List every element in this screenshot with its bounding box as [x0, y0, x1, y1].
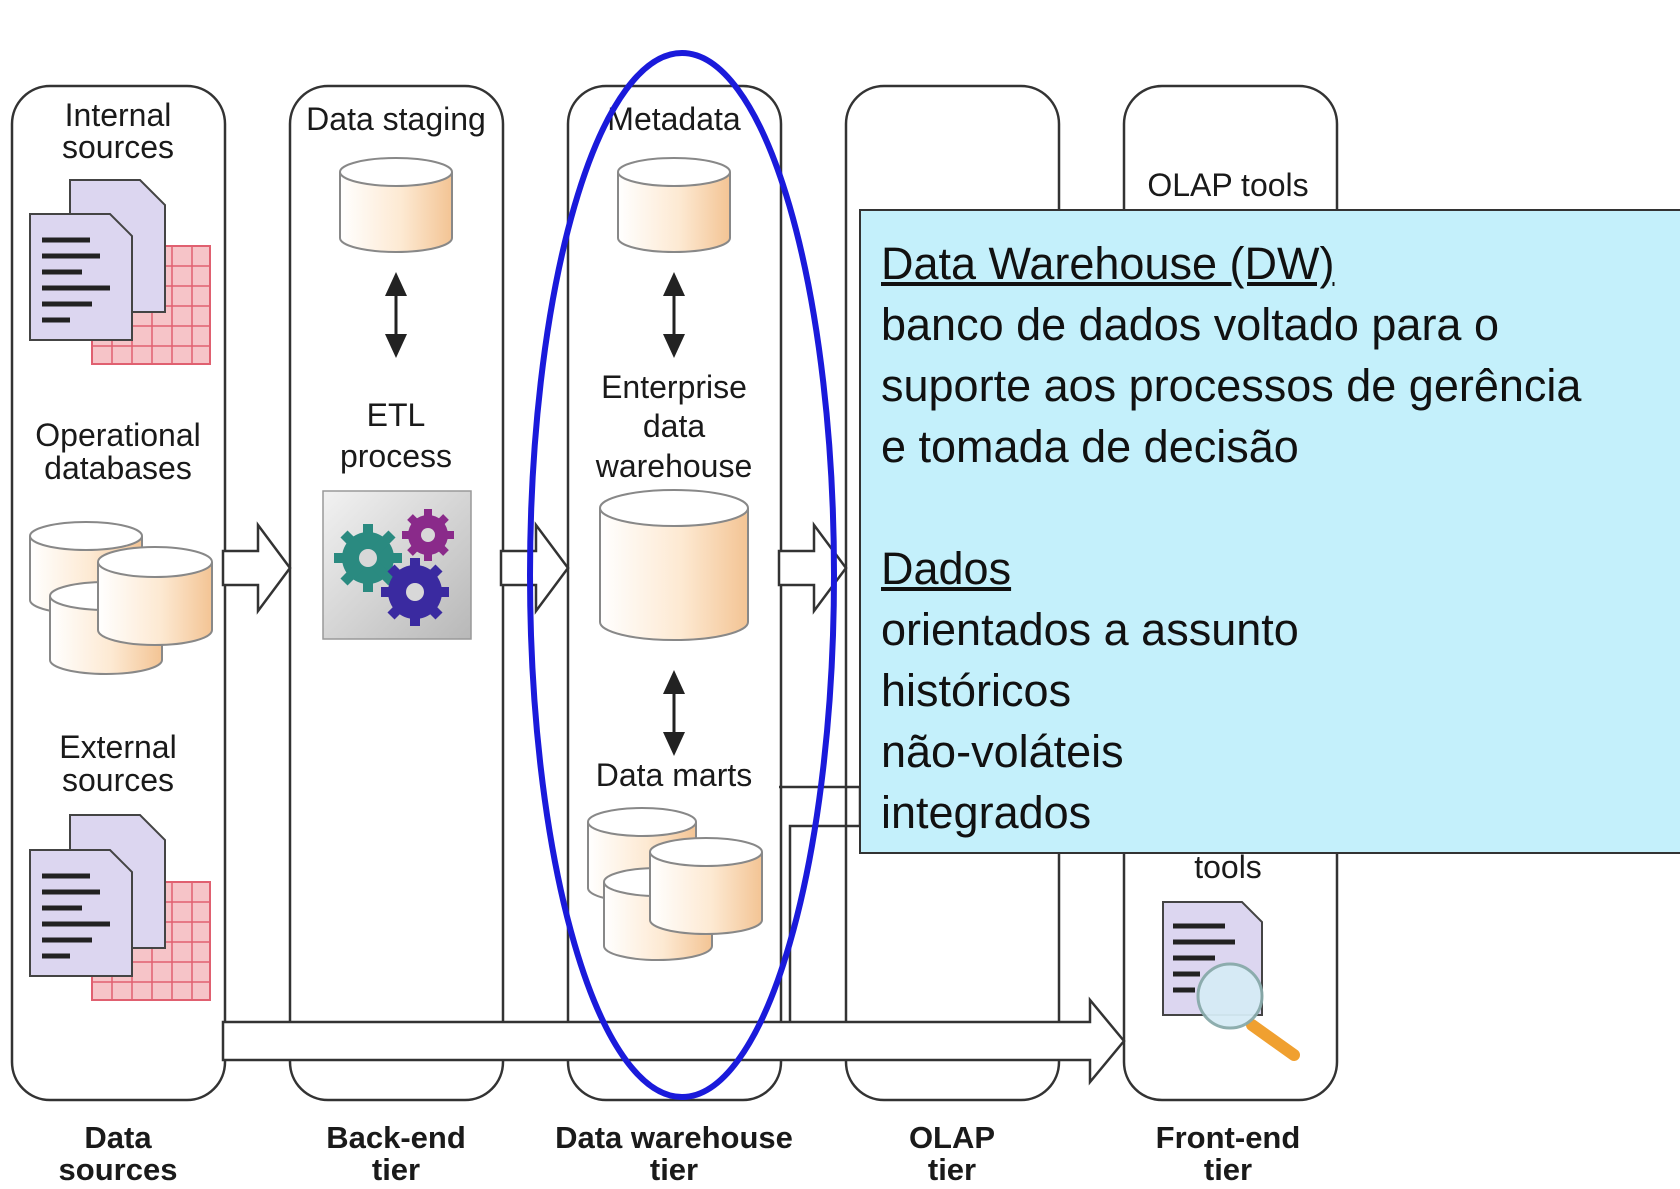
etl-label-1: ETL — [367, 397, 426, 433]
tier-caption-front-end-1: Front-end — [1156, 1120, 1301, 1155]
double-arrow-icon — [663, 272, 685, 358]
analysis-tools-icon — [1162, 901, 1300, 1061]
metadata-cylinder-icon — [617, 157, 731, 253]
tier-caption-data-warehouse-1: Data warehouse — [555, 1120, 793, 1155]
tier-caption-data-sources-2: sources — [59, 1152, 178, 1184]
external-sources-icon — [29, 814, 211, 1001]
dw-definition-callout: Data Warehouse (DW) banco de dados volta… — [859, 209, 1680, 854]
tier-caption-data-sources-1: Data — [84, 1120, 152, 1155]
internal-sources-label-1: Internal — [65, 97, 172, 133]
etl-label-2: process — [340, 438, 452, 474]
tier-caption-front-end-2: tier — [1204, 1152, 1252, 1184]
enterprise-dw-label-2: data — [643, 408, 705, 444]
callout-property-1: orientados a assunto — [881, 604, 1299, 655]
flow-arrow-backend-to-warehouse — [499, 521, 570, 615]
flow-arrow-sources-to-frontend — [221, 996, 1126, 1086]
callout-property-2: históricos — [881, 665, 1072, 716]
tier-caption-back-end-2: tier — [372, 1152, 420, 1184]
data-marts-cylinders-icon — [587, 807, 763, 961]
tier-caption-olap-1: OLAP — [909, 1120, 995, 1155]
enterprise-dw-cylinder-icon — [599, 489, 749, 641]
internal-sources-icon — [29, 179, 211, 365]
callout-spacer — [881, 477, 1680, 538]
operational-databases-icon — [29, 521, 213, 675]
flow-arrow-warehouse-to-olap — [777, 521, 848, 615]
tier-caption-data-warehouse-2: tier — [650, 1152, 698, 1184]
tier-caption-back-end-1: Back-end — [326, 1120, 466, 1155]
callout-title: Data Warehouse (DW) — [881, 238, 1335, 289]
double-arrow-icon — [385, 272, 407, 358]
etl-gears-icon — [322, 490, 472, 640]
tools-label: tools — [1194, 849, 1262, 885]
olap-tools-label: OLAP tools — [1147, 167, 1308, 203]
external-sources-label-1: External — [59, 729, 176, 765]
data-staging-label: Data staging — [306, 101, 486, 137]
internal-sources-label-2: sources — [62, 129, 174, 165]
double-arrow-icon — [663, 670, 685, 756]
metadata-label: Metadata — [607, 101, 741, 137]
tier-caption-olap-2: tier — [928, 1152, 976, 1184]
flow-arrow-sources-to-backend — [221, 521, 292, 615]
callout-definition-line-3: e tomada de decisão — [881, 421, 1299, 472]
callout-definition-line-2: suporte aos processos de gerência — [881, 360, 1582, 411]
operational-databases-label-2: databases — [44, 450, 192, 486]
data-staging-cylinder-icon — [339, 157, 453, 253]
data-warehouse-highlight-ellipse — [527, 50, 837, 1100]
callout-property-3: não-voláteis — [881, 726, 1124, 777]
operational-databases-label-1: Operational — [35, 417, 200, 453]
callout-data-heading: Dados — [881, 543, 1012, 594]
enterprise-dw-label-1: Enterprise — [601, 369, 747, 405]
data-marts-label: Data marts — [596, 757, 752, 793]
callout-property-4: integrados — [881, 787, 1092, 838]
enterprise-dw-label-3: warehouse — [595, 448, 753, 484]
external-sources-label-2: sources — [62, 762, 174, 798]
callout-definition-line-1: banco de dados voltado para o — [881, 299, 1499, 350]
